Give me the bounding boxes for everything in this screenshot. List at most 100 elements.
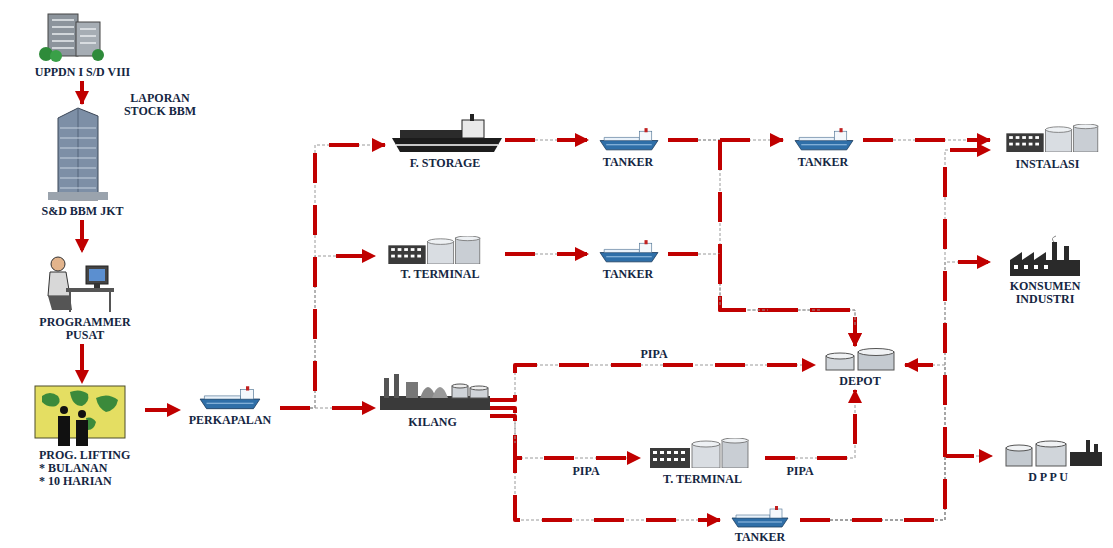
terminal-icon (388, 236, 479, 264)
flow-arrow (800, 262, 990, 520)
node-label: KILANG (377, 416, 488, 429)
flow-connector-group (800, 262, 990, 520)
tanker-icon (600, 128, 658, 150)
flow-connector-group (668, 254, 855, 346)
flow-arrow (490, 416, 720, 520)
flow-arrow (80, 344, 84, 383)
flow-arrow (800, 456, 992, 520)
flow-connector-group (800, 456, 992, 520)
refinery-icon (380, 374, 490, 410)
flow-connector-group (668, 140, 855, 346)
dotted-guide (82, 220, 83, 252)
node-label: TANKER (590, 268, 666, 281)
dotted-guide (800, 456, 992, 520)
flow-connector-group (765, 390, 855, 458)
icon-node: S&D BBM JKT (20, 104, 145, 220)
world-map-icon (35, 386, 125, 446)
node-label: UPPDN I S/D VIII (22, 66, 143, 79)
node-label: KONSUMEN INDUSTRI (992, 280, 1098, 306)
node-label: TANKER (722, 531, 798, 544)
edge-label: PIPA (776, 465, 824, 478)
dotted-guide (800, 150, 990, 520)
flow-connector-group (280, 145, 385, 408)
icon-node: KONSUMEN INDUSTRI (990, 240, 1100, 308)
flow-arrow (800, 365, 945, 520)
flow-connector-group (505, 140, 588, 141)
node-label: S&D BBM JKT (22, 205, 143, 218)
icon-node: TANKER (720, 504, 800, 546)
flow-connector-group (490, 416, 720, 520)
edge-label: PIPA (562, 465, 610, 478)
node-label: T. TERMINAL (377, 268, 503, 281)
icon-node: T. TERMINAL (640, 436, 765, 488)
icon-node: PERKAPALAN (180, 383, 280, 429)
node-label: PROGRAMMER PUSAT (27, 316, 143, 342)
icon-node: PROG. LIFTING* BULANAN* 10 HARIAN (15, 383, 145, 490)
factory-icon (1010, 236, 1080, 276)
flow-arrow (765, 390, 855, 458)
flow-arrow (800, 150, 990, 520)
dotted-guide (490, 365, 815, 400)
icon-node: TANKER (783, 126, 863, 171)
node-label: F. STORAGE (387, 157, 503, 170)
icon-node: D P P U (992, 437, 1104, 486)
flow-connector-group (800, 365, 945, 520)
dppu-icon (1006, 440, 1102, 466)
flow-connector-group (800, 150, 990, 520)
icon-node: DEPOT (815, 346, 905, 390)
flow-arrow (668, 140, 855, 346)
dotted-guide (800, 262, 990, 520)
flow-connector-group (280, 256, 375, 408)
flow-arrow (280, 256, 375, 408)
installation-icon (1006, 124, 1097, 152)
flow-arrow (668, 254, 855, 346)
flow-connector-group (145, 410, 180, 411)
node-label: TANKER (590, 156, 666, 169)
flow-arrow (80, 220, 84, 252)
dotted-guide (505, 140, 588, 141)
node-label: D P P U (994, 471, 1102, 484)
flow-connector-group (490, 365, 815, 400)
icon-node: TANKER (588, 126, 668, 171)
flow-arrow (80, 81, 84, 104)
flow-arrow (490, 365, 815, 400)
dotted-guide (280, 256, 375, 408)
icon-node: INSTALASI (990, 122, 1105, 173)
node-label: PERKAPALAN (182, 414, 278, 427)
dotted-guide (280, 145, 385, 408)
storage-ship-icon (392, 114, 502, 152)
tanker-icon (795, 128, 853, 150)
office-building-icon (39, 14, 104, 62)
icon-node: TANKER (588, 238, 668, 283)
dotted-guide (863, 140, 990, 141)
icon-node: KILANG (375, 372, 490, 431)
edge-label: PIPA (630, 348, 678, 361)
icon-node: T. TERMINAL (375, 234, 505, 283)
flow-connector-group (82, 344, 83, 383)
dotted-guide (668, 254, 855, 346)
ship-icon (200, 386, 260, 408)
dotted-guide (82, 344, 83, 383)
flow-connector-group (82, 81, 83, 104)
tower-building-icon (48, 108, 108, 200)
flow-arrow (863, 138, 990, 142)
dotted-guide (82, 81, 83, 104)
node-label: T. TERMINAL (642, 473, 763, 486)
dotted-guide (505, 254, 588, 255)
dotted-guide (800, 365, 945, 520)
edge-label: LAPORAN STOCK BBM (112, 92, 208, 118)
terminal-icon (650, 438, 748, 468)
dotted-guide (145, 410, 180, 411)
flow-connector-group (505, 254, 588, 255)
node-label: DEPOT (817, 375, 903, 388)
dotted-guide (765, 390, 855, 458)
tanker-icon (732, 506, 788, 527)
dotted-guide (490, 416, 720, 520)
icon-node: PROGRAMMER PUSAT (25, 252, 145, 344)
flow-connector-group (82, 220, 83, 252)
dotted-guide (668, 140, 855, 346)
flow-arrow (505, 138, 588, 142)
